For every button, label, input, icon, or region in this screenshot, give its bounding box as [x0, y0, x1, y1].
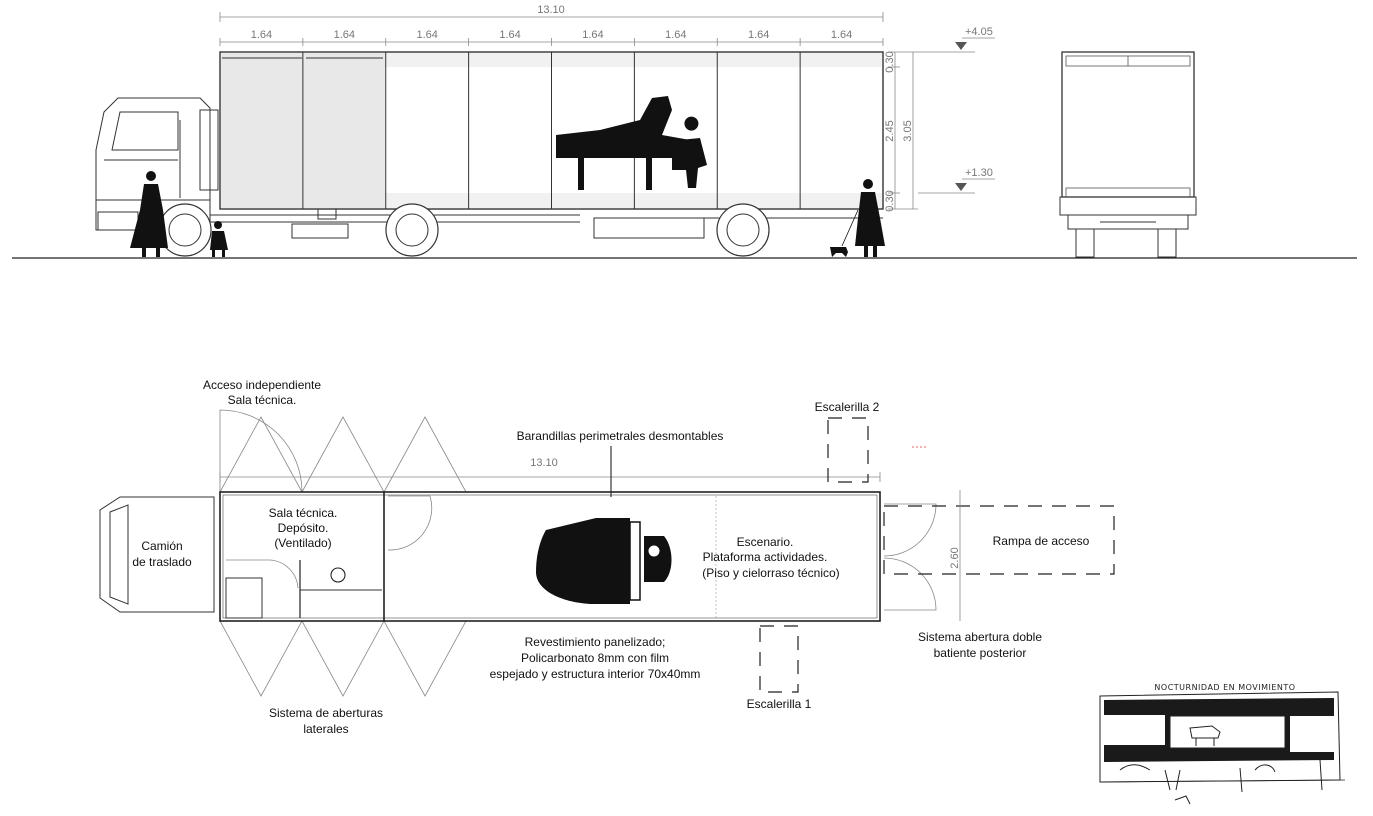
- revest-label-line2: Policarbonato 8mm con film: [521, 651, 669, 665]
- module-width-label: 1.64: [416, 29, 437, 41]
- sala-label-line3: (Ventilado): [274, 536, 331, 550]
- cab-plan: [99, 496, 215, 613]
- escenario-label-line3: (Piso y cielorraso técnico): [702, 566, 839, 580]
- barandillas-label: Barandillas perimetrales desmontables: [517, 429, 724, 443]
- escalerilla-1: [759, 625, 799, 693]
- rear-view: [1059, 51, 1197, 258]
- module-ticks: [219, 38, 884, 46]
- sala-label-line1: Sala técnica.: [269, 506, 338, 520]
- concept-sketch: NOCTURNIDAD EN MOVIMIENTO: [1099, 683, 1346, 805]
- module-width-label: 1.64: [665, 29, 686, 41]
- rampa-label: Rampa de acceso: [993, 534, 1090, 548]
- sistema-doble-label-line2: batiente posterior: [934, 646, 1027, 660]
- wheel-rear: [716, 203, 770, 257]
- camion-label-line1: Camión: [141, 539, 182, 553]
- side-openings-bottom: [219, 620, 467, 697]
- floor-band: [385, 193, 882, 208]
- level-marker-top: +4.05: [918, 26, 995, 53]
- height-total-label: 3.05: [902, 120, 914, 141]
- escalerilla-2: [827, 417, 869, 483]
- module-width-label: 1.64: [831, 29, 852, 41]
- plan-width-label: 2.60: [949, 547, 961, 568]
- wheel-middle: [385, 203, 439, 257]
- height-top-label: 0.30: [884, 51, 896, 72]
- sala-label-line2: Depósito.: [278, 521, 329, 535]
- module-width-label: 1.64: [499, 29, 520, 41]
- module-width-label: 1.64: [748, 29, 769, 41]
- level-marker-floor: +1.30: [918, 167, 995, 194]
- module-labels: 1.64 1.64 1.64 1.64 1.64 1.64 1.64 1.64: [251, 29, 853, 41]
- sistema-lat-label-line2: laterales: [303, 722, 348, 736]
- height-mid-label: 2.45: [884, 120, 896, 141]
- escalerilla1-label: Escalerilla 1: [747, 697, 812, 711]
- side-openings-top: [219, 409, 467, 493]
- rear-door-swing-bottom: [883, 557, 937, 611]
- piano-silhouette: [556, 96, 707, 190]
- plan-view: 13.10: [99, 378, 1115, 736]
- module-width-label: 1.64: [251, 29, 272, 41]
- acceso-label-line2: Sala técnica.: [228, 393, 297, 407]
- escenario-label-line2: Plataforma actividades.: [703, 550, 828, 564]
- ceiling-band: [385, 53, 882, 67]
- escalerilla2-label: Escalerilla 2: [815, 400, 880, 414]
- sistema-doble-label-line1: Sistema abertura doble: [918, 630, 1042, 644]
- overall-length-label: 13.10: [537, 4, 565, 16]
- partition-door-swing: [387, 495, 433, 551]
- plan-length-label: 13.10: [530, 457, 558, 469]
- sistema-lat-label-line1: Sistema de aberturas: [269, 706, 383, 720]
- svg-text:+1.30: +1.30: [965, 167, 993, 179]
- revest-label-line1: Revestimiento panelizado;: [525, 635, 666, 649]
- module-width-label: 1.64: [334, 29, 355, 41]
- rear-door-swing-top: [883, 503, 937, 557]
- ventilation-fan-icon: [330, 567, 346, 583]
- sketch-caption: NOCTURNIDAD EN MOVIMIENTO: [1154, 683, 1295, 692]
- height-bottom-label: 0.30: [884, 190, 896, 211]
- revest-label-line3: espejado y estructura interior 70x40mm: [490, 667, 701, 681]
- person-child-silhouette: [210, 221, 228, 257]
- wheel-front: [158, 203, 212, 257]
- module-width-label: 1.64: [582, 29, 603, 41]
- camion-label-line2: de traslado: [132, 555, 192, 569]
- acceso-label-line1: Acceso independiente: [203, 378, 321, 392]
- escenario-label-line1: Escenario.: [737, 535, 794, 549]
- person-with-dog-silhouette: [830, 179, 885, 257]
- access-ramp: [883, 505, 1115, 575]
- side-elevation: 13.10 1.64 1.64 1.64 1.64 1.64 1.64 1.64 1.64 0…: [12, 4, 1357, 259]
- svg-text:+4.05: +4.05: [965, 26, 993, 38]
- person-woman-silhouette: [130, 171, 168, 257]
- piano-plan-icon: [536, 518, 672, 604]
